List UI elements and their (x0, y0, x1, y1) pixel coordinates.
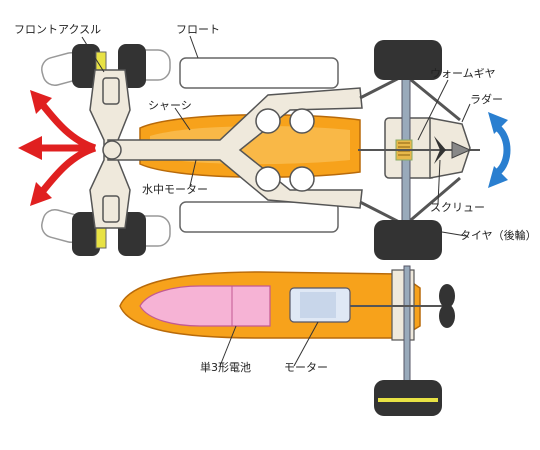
label-float: フロート (176, 23, 220, 36)
front-tires (41, 44, 171, 256)
label-rear-tire: タイヤ（後輪） (460, 229, 537, 242)
label-motor: モーター (284, 361, 328, 374)
steering-arrows (18, 90, 97, 206)
aa-batteries (139, 285, 271, 327)
rear-tires (374, 40, 442, 260)
label-worm-gear: ウォームギヤ (430, 67, 496, 80)
side-view (119, 265, 455, 416)
rudder-swing-arrow (488, 112, 511, 188)
label-front-axle: フロントアクスル (14, 23, 102, 36)
label-underwater-motor: 水中モーター (142, 183, 208, 196)
label-screw: スクリュー (430, 201, 485, 214)
label-aa-battery: 単3形電池 (200, 361, 251, 374)
rudder-blade (451, 141, 472, 159)
leader-lines (81, 35, 471, 367)
label-chassis: シャーシ (148, 99, 192, 112)
chassis (102, 87, 363, 209)
float-top (179, 57, 339, 89)
label-rudder: ラダー (470, 93, 503, 106)
float-bottom (179, 201, 339, 233)
screw-propeller (434, 136, 446, 164)
